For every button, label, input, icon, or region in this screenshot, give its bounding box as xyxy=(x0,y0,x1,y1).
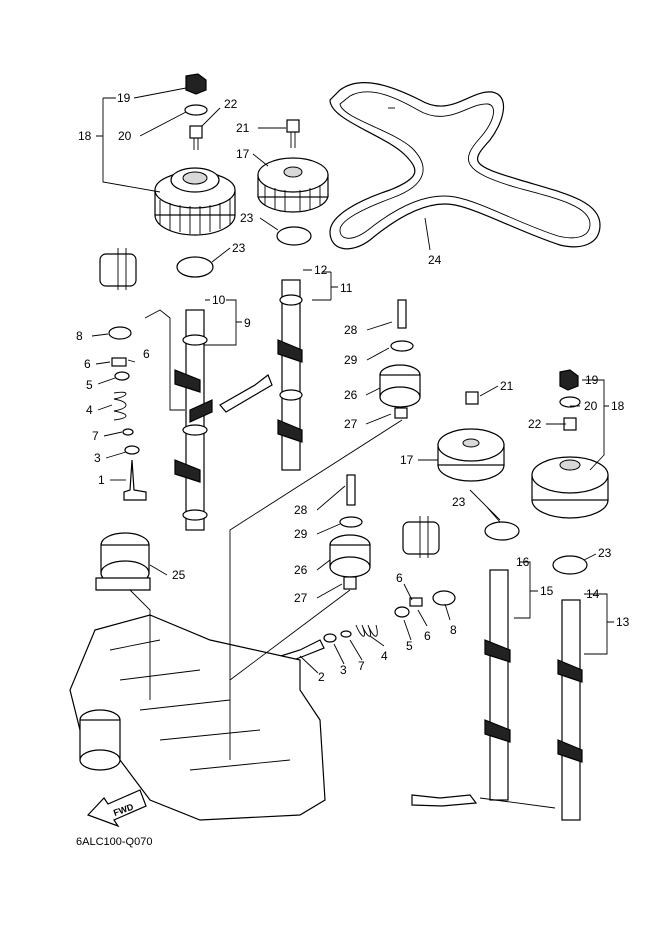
callout-23-a: 23 xyxy=(240,211,254,225)
timing-belt xyxy=(329,82,601,250)
callout-27-b: 27 xyxy=(294,591,308,605)
center-cam-sprocket xyxy=(257,119,329,213)
oil-seal-upper xyxy=(276,226,312,246)
callout-1: 1 xyxy=(98,473,105,487)
detail-icon-right xyxy=(402,516,440,558)
diagram-code: 6ALC100-Q070 xyxy=(76,836,152,848)
callout-28-b: 28 xyxy=(294,503,308,517)
callout-21-a: 21 xyxy=(236,121,250,135)
callout-7-a: 7 xyxy=(92,429,99,443)
callout-25: 25 xyxy=(172,568,186,582)
callout-6-b: 6 xyxy=(143,347,150,361)
right-center-sprocket xyxy=(437,391,505,482)
callout-10: 10 xyxy=(212,293,226,307)
oil-seal-left xyxy=(176,256,214,278)
callout-23-b: 23 xyxy=(232,241,246,255)
callout-17-b: 17 xyxy=(400,453,414,467)
callout-8-b: 8 xyxy=(450,623,457,637)
callout-23-c: 23 xyxy=(452,495,466,509)
callout-24: 24 xyxy=(428,253,442,267)
callout-17-a: 17 xyxy=(236,147,250,161)
callout-labels: 19 22 18 20 21 17 23 23 24 12 11 10 9 8 … xyxy=(76,91,630,684)
callout-5-b: 5 xyxy=(406,639,413,653)
callout-6-a: 6 xyxy=(84,357,91,371)
callout-26-a: 26 xyxy=(344,388,358,402)
callout-19-b: 19 xyxy=(585,373,599,387)
left-camshaft xyxy=(174,309,213,531)
callout-7-b: 7 xyxy=(358,659,365,673)
callout-29-a: 29 xyxy=(344,353,358,367)
leader-lines xyxy=(91,87,614,809)
callout-22-a: 22 xyxy=(224,97,238,111)
callout-23-d: 23 xyxy=(598,546,612,560)
tensioner-parts-upper xyxy=(379,299,421,419)
center-valve xyxy=(219,374,273,413)
oil-seal-right-lower xyxy=(552,555,588,575)
callout-27-a: 27 xyxy=(344,417,358,431)
tensioner-parts-lower xyxy=(329,474,371,590)
callout-16: 16 xyxy=(516,555,530,569)
callout-20-a: 20 xyxy=(118,129,132,143)
fwd-arrow: FWD xyxy=(86,789,147,828)
belt-tensioner xyxy=(95,532,151,591)
callout-18-a: 18 xyxy=(78,129,92,143)
callout-22-b: 22 xyxy=(528,417,542,431)
callout-6-d: 6 xyxy=(424,629,431,643)
callout-8-a: 8 xyxy=(76,329,83,343)
callout-4-b: 4 xyxy=(381,649,388,663)
oil-seal-right-upper xyxy=(484,521,520,541)
callout-4-a: 4 xyxy=(86,403,93,417)
callout-2: 2 xyxy=(318,670,325,684)
callout-20-b: 20 xyxy=(584,399,598,413)
callout-15: 15 xyxy=(540,584,554,598)
callout-9: 9 xyxy=(244,316,251,330)
callout-6-c: 6 xyxy=(396,571,403,585)
left-cam-sprocket-assembly xyxy=(154,73,236,236)
center-camshaft xyxy=(277,279,303,471)
cylinder-head-block xyxy=(69,614,326,821)
right-cam-sprocket-assembly xyxy=(531,369,609,519)
callout-19-a: 19 xyxy=(117,91,131,105)
callout-18-b: 18 xyxy=(611,399,625,413)
callout-12: 12 xyxy=(314,263,328,277)
callout-28-a: 28 xyxy=(344,323,358,337)
left-valve-parts xyxy=(108,326,147,501)
callout-3-b: 3 xyxy=(340,663,347,677)
callout-3-a: 3 xyxy=(94,451,101,465)
callout-14: 14 xyxy=(586,587,600,601)
callout-21-b: 21 xyxy=(500,379,514,393)
detail-icon-left xyxy=(99,248,137,290)
callout-13: 13 xyxy=(616,615,630,629)
callout-11: 11 xyxy=(340,281,353,295)
right-camshafts xyxy=(484,569,583,821)
callout-5-a: 5 xyxy=(86,378,93,392)
callout-29-b: 29 xyxy=(294,527,308,541)
callout-26-b: 26 xyxy=(294,563,308,577)
